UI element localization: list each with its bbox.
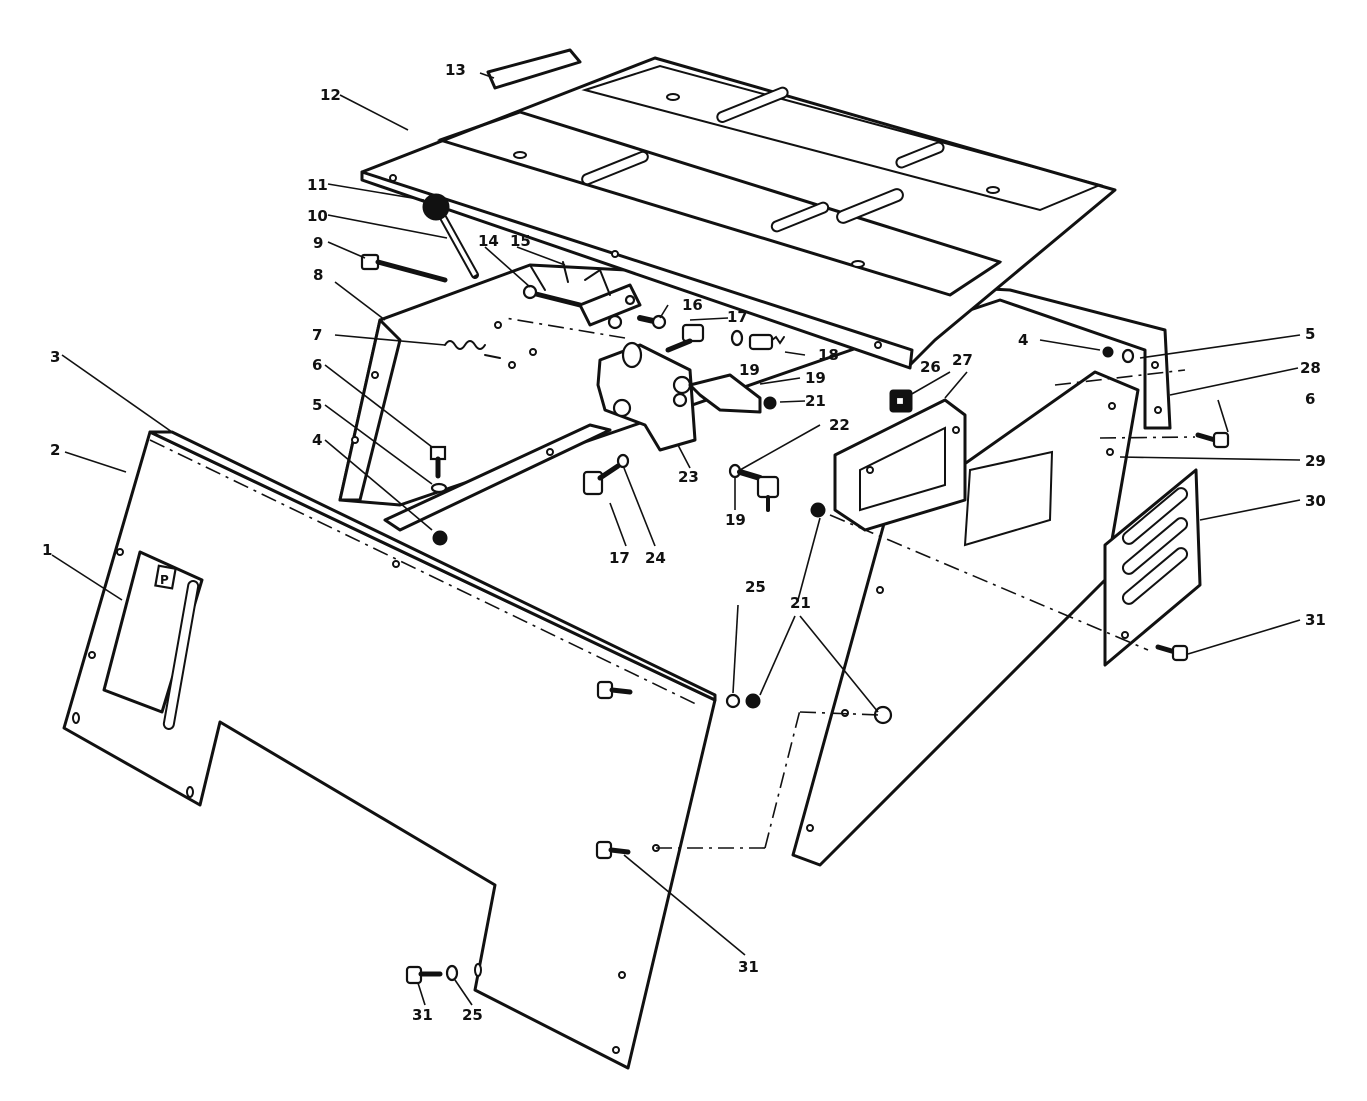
callout-20: 19 xyxy=(805,369,826,387)
hydraulic-valve-body xyxy=(504,317,697,452)
clevis-pin xyxy=(637,314,667,330)
callout-23: 23 xyxy=(678,468,699,486)
fitting-17-lower xyxy=(582,463,621,496)
callout-29: 29 xyxy=(1305,452,1326,470)
callout-24: 24 xyxy=(645,549,666,567)
callout-12: 12 xyxy=(320,86,341,104)
assembly-line-right xyxy=(1099,436,1196,439)
fitting-18 xyxy=(748,333,785,351)
assembly-line-top-right xyxy=(1054,369,1186,386)
callout-11: 11 xyxy=(307,176,328,194)
nut-4-left xyxy=(432,530,448,546)
callout-25-upper: 25 xyxy=(745,578,766,596)
callout-30: 30 xyxy=(1305,492,1326,510)
callout-17-lower: 17 xyxy=(609,549,630,567)
callout-31-middle: 31 xyxy=(738,958,759,976)
callout-16: 16 xyxy=(682,296,703,314)
callout-13: 13 xyxy=(445,61,466,79)
callout-4-right: 4 xyxy=(1018,331,1028,349)
decal-strip xyxy=(486,48,582,90)
callout-7: 7 xyxy=(312,326,322,344)
callout-leaders-lower xyxy=(417,444,736,1006)
vent-grille xyxy=(1103,468,1202,667)
clip-26 xyxy=(889,389,913,413)
callout-17-upper: 17 xyxy=(727,308,748,326)
callout-19-lower: 19 xyxy=(725,511,746,529)
decal-letter: P xyxy=(160,573,169,587)
callout-28: 28 xyxy=(1300,359,1321,377)
washer-5-right xyxy=(1121,348,1135,364)
duct-housing xyxy=(833,398,967,532)
callout-31-right: 31 xyxy=(1305,611,1326,629)
callout-14: 14 xyxy=(478,232,499,250)
fitting-17-upper xyxy=(665,323,705,353)
assembly-line-vert xyxy=(764,709,801,849)
bolt-31-right xyxy=(1155,644,1189,662)
bolt-6-left xyxy=(429,445,447,479)
callout-4-left: 4 xyxy=(312,431,322,449)
callout-5-right: 5 xyxy=(1305,325,1315,343)
nut-21-lower xyxy=(745,693,761,709)
bolt-31-lower xyxy=(405,965,443,985)
washer-5-left xyxy=(430,482,448,494)
spring xyxy=(444,340,516,369)
washer-25-lower xyxy=(445,964,459,982)
nut-4-right xyxy=(1102,346,1114,358)
callout-3: 3 xyxy=(50,348,60,366)
callout-27: 27 xyxy=(952,351,973,369)
callout-2: 2 xyxy=(50,441,60,459)
long-bolt xyxy=(360,253,448,283)
o-ring-19-upper xyxy=(730,329,744,347)
top-cover xyxy=(360,56,1117,370)
support-bracket xyxy=(383,423,612,532)
o-ring-24 xyxy=(616,453,630,469)
callout-15: 15 xyxy=(510,232,531,250)
callout-labels: 13 12 11 10 9 14 15 8 16 17 18 19 19 21 … xyxy=(42,61,1326,1024)
callout-25-lower: 25 xyxy=(462,1006,483,1024)
callout-26: 26 xyxy=(920,358,941,376)
assembly-line-side xyxy=(829,514,1149,651)
valve-mounting-plate xyxy=(688,373,762,414)
callout-8: 8 xyxy=(313,266,323,284)
callout-31-lower: 31 xyxy=(412,1006,433,1024)
fitting-22 xyxy=(737,469,780,512)
nut-21-side xyxy=(810,502,826,518)
washer-25-upper xyxy=(725,693,741,709)
bolt-hinge-right xyxy=(596,680,633,700)
callout-21-lower: 21 xyxy=(790,594,811,612)
lever-knob xyxy=(422,193,450,221)
nut-21-upper xyxy=(763,396,777,410)
callout-1: 1 xyxy=(42,541,52,559)
linkage-assembly xyxy=(522,261,642,330)
bolt-31-middle xyxy=(595,840,631,860)
callout-19-upper: 19 xyxy=(739,361,760,379)
leader-lines xyxy=(51,72,1301,956)
callout-5-left: 5 xyxy=(312,396,322,414)
assembly-line-21 xyxy=(799,711,881,716)
callout-22: 22 xyxy=(829,416,850,434)
callout-10: 10 xyxy=(307,207,328,225)
bolt-6-right xyxy=(1195,431,1230,449)
control-lever xyxy=(436,208,479,279)
decal-panel xyxy=(102,550,204,714)
front-panel: P xyxy=(62,430,717,1070)
callout-6-left: 6 xyxy=(312,356,322,374)
callout-21-upper: 21 xyxy=(805,392,826,410)
callout-9: 9 xyxy=(313,234,323,252)
callout-18: 18 xyxy=(818,346,839,364)
callout-6-right: 6 xyxy=(1305,390,1315,408)
